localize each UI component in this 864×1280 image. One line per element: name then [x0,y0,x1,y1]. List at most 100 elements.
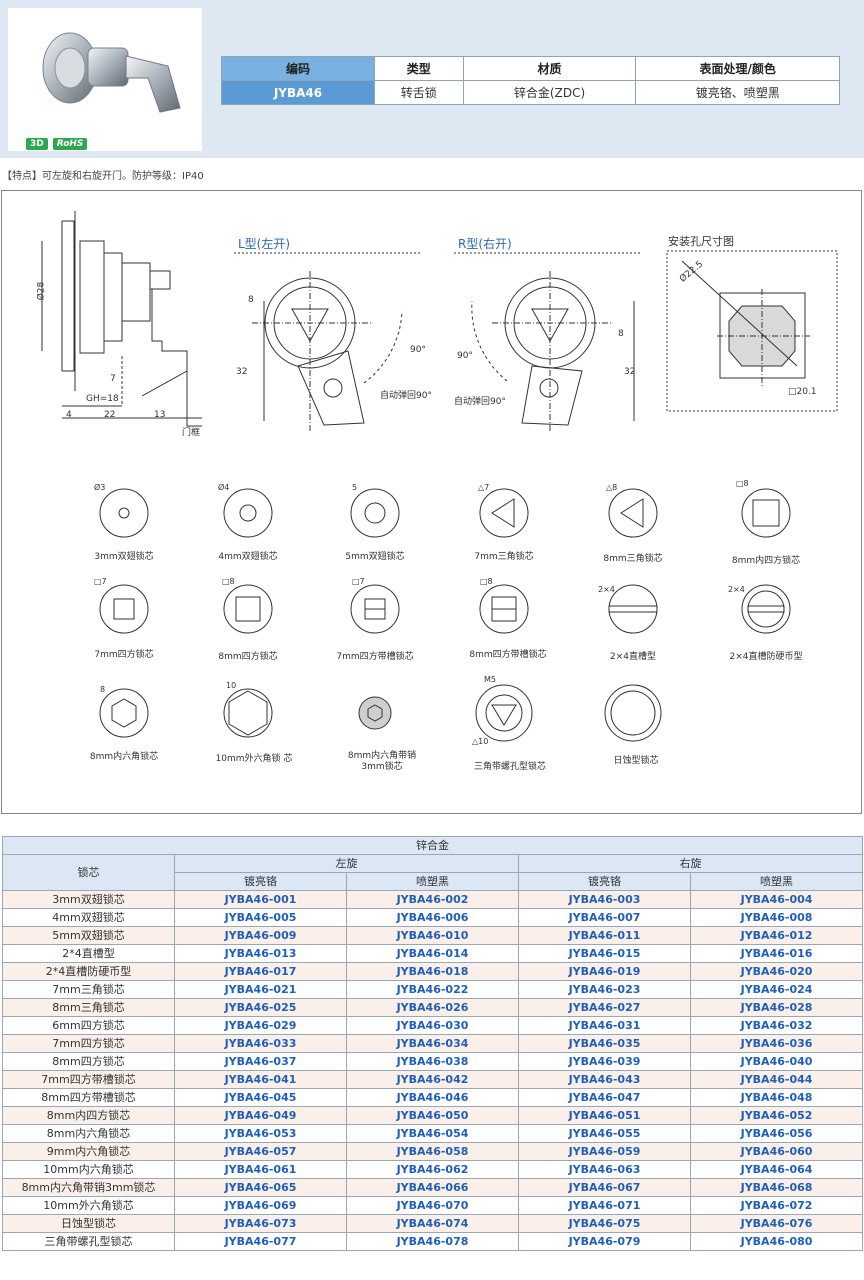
core-column-header: 锁芯 [2,854,175,891]
finish-header-3: 镀亮铬 [518,872,691,891]
spec-value-row: JYBA46 转舌锁 锌合金(ZDC) 镀亮铬、喷塑黑 [221,80,840,105]
part-code-cell[interactable]: JYBA46-011 [518,926,691,945]
part-code-cell[interactable]: JYBA46-008 [689,908,864,927]
finish-header-1: 镀亮铬 [174,872,347,891]
core-name-cell: 7mm四方锁芯 [2,1034,175,1053]
part-code-cell[interactable]: JYBA46-020 [689,962,864,981]
part-code-cell[interactable]: JYBA46-015 [518,944,691,963]
part-code-cell[interactable]: JYBA46-022 [346,980,519,999]
part-code-cell[interactable]: JYBA46-057 [174,1142,347,1161]
part-code-cell[interactable]: JYBA46-035 [518,1034,691,1053]
core-caption-4: 7mm三角锁芯 [474,552,534,562]
part-code-cell[interactable]: JYBA46-012 [689,926,864,945]
part-code-cell[interactable]: JYBA46-047 [518,1088,691,1107]
part-code-cell[interactable]: JYBA46-006 [346,908,519,927]
part-code-cell[interactable]: JYBA46-004 [689,890,864,909]
part-code-cell[interactable]: JYBA46-041 [174,1070,347,1089]
part-code-cell[interactable]: JYBA46-064 [689,1160,864,1179]
part-code-cell[interactable]: JYBA46-065 [174,1178,347,1197]
feature-text: 【特点】可左旋和右旋开门。防护等级：IP40 [2,171,204,182]
part-code-cell[interactable]: JYBA46-059 [518,1142,691,1161]
part-code-cell[interactable]: JYBA46-052 [689,1106,864,1125]
core-name-cell: 4mm双翅锁芯 [2,908,175,927]
part-code-cell[interactable]: JYBA46-072 [689,1196,864,1215]
part-code-cell[interactable]: JYBA46-060 [689,1142,864,1161]
part-code-cell[interactable]: JYBA46-054 [346,1124,519,1143]
part-code-cell[interactable]: JYBA46-007 [518,908,691,927]
part-code-cell[interactable]: JYBA46-033 [174,1034,347,1053]
part-code-cell[interactable]: JYBA46-009 [174,926,347,945]
part-code-cell[interactable]: JYBA46-003 [518,890,691,909]
part-code-cell[interactable]: JYBA46-013 [174,944,347,963]
part-code-cell[interactable]: JYBA46-076 [689,1214,864,1233]
part-code-cell[interactable]: JYBA46-078 [346,1232,519,1251]
part-code-cell[interactable]: JYBA46-058 [346,1142,519,1161]
part-code-cell[interactable]: JYBA46-077 [174,1232,347,1251]
part-code-cell[interactable]: JYBA46-001 [174,890,347,909]
part-code-cell[interactable]: JYBA46-024 [689,980,864,999]
part-code-cell[interactable]: JYBA46-048 [689,1088,864,1107]
3d-badge: 3D [26,138,48,150]
core-mark-16: M5 [484,675,496,684]
part-code-cell[interactable]: JYBA46-071 [518,1196,691,1215]
part-code-cell[interactable]: JYBA46-051 [518,1106,691,1125]
part-code-cell[interactable]: JYBA46-061 [174,1160,347,1179]
part-code-cell[interactable]: JYBA46-042 [346,1070,519,1089]
core-caption-8: 8mm四方锁芯 [218,652,278,662]
part-code-cell[interactable]: JYBA46-075 [518,1214,691,1233]
part-code-cell[interactable]: JYBA46-037 [174,1052,347,1071]
part-code-cell[interactable]: JYBA46-023 [518,980,691,999]
part-code-cell[interactable]: JYBA46-036 [689,1034,864,1053]
part-code-cell[interactable]: JYBA46-021 [174,980,347,999]
part-code-cell[interactable]: JYBA46-019 [518,962,691,981]
part-code-cell[interactable]: JYBA46-018 [346,962,519,981]
part-code-cell[interactable]: JYBA46-002 [346,890,519,909]
dim-4: 4 [66,410,72,420]
part-code-cell[interactable]: JYBA46-017 [174,962,347,981]
part-code-cell[interactable]: JYBA46-043 [518,1070,691,1089]
part-code-cell[interactable]: JYBA46-062 [346,1160,519,1179]
core-mark-1: Ø3 [94,483,106,492]
part-code-cell[interactable]: JYBA46-046 [346,1088,519,1107]
part-code-cell[interactable]: JYBA46-073 [174,1214,347,1233]
part-code-cell[interactable]: JYBA46-026 [346,998,519,1017]
part-code-cell[interactable]: JYBA46-049 [174,1106,347,1125]
spec-value-finish: 镀亮铬、喷塑黑 [635,80,840,105]
part-code-cell[interactable]: JYBA46-074 [346,1214,519,1233]
spec-value-material: 锌合金(ZDC) [462,80,637,105]
part-code-cell[interactable]: JYBA46-034 [346,1034,519,1053]
part-code-cell[interactable]: JYBA46-045 [174,1088,347,1107]
auto-return-left: 自动弹回90° [380,391,432,401]
part-code-cell[interactable]: JYBA46-070 [346,1196,519,1215]
part-code-cell[interactable]: JYBA46-053 [174,1124,347,1143]
part-code-cell[interactable]: JYBA46-032 [689,1016,864,1035]
part-code-cell[interactable]: JYBA46-039 [518,1052,691,1071]
part-code-cell[interactable]: JYBA46-030 [346,1016,519,1035]
part-code-cell[interactable]: JYBA46-055 [518,1124,691,1143]
part-code-cell[interactable]: JYBA46-050 [346,1106,519,1125]
part-code-cell[interactable]: JYBA46-027 [518,998,691,1017]
core-caption-15: 8mm内六角带销3mm锁芯 [347,751,417,772]
part-code-cell[interactable]: JYBA46-066 [346,1178,519,1197]
part-code-cell[interactable]: JYBA46-025 [174,998,347,1017]
part-code-cell[interactable]: JYBA46-016 [689,944,864,963]
part-code-cell[interactable]: JYBA46-038 [346,1052,519,1071]
part-code-cell[interactable]: JYBA46-014 [346,944,519,963]
part-code-cell[interactable]: JYBA46-063 [518,1160,691,1179]
part-code-cell[interactable]: JYBA46-079 [518,1232,691,1251]
part-code-cell[interactable]: JYBA46-056 [689,1124,864,1143]
part-code-cell[interactable]: JYBA46-005 [174,908,347,927]
part-code-cell[interactable]: JYBA46-067 [518,1178,691,1197]
part-code-cell[interactable]: JYBA46-010 [346,926,519,945]
part-code-cell[interactable]: JYBA46-029 [174,1016,347,1035]
part-code-cell[interactable]: JYBA46-069 [174,1196,347,1215]
part-code-cell[interactable]: JYBA46-031 [518,1016,691,1035]
dim-diameter-28: Ø28 [36,281,47,301]
part-code-cell[interactable]: JYBA46-080 [689,1232,864,1251]
part-code-cell[interactable]: JYBA46-028 [689,998,864,1017]
part-code-cell[interactable]: JYBA46-040 [689,1052,864,1071]
part-code-cell[interactable]: JYBA46-068 [689,1178,864,1197]
core-name-cell: 日蚀型锁芯 [2,1214,175,1233]
part-code-cell[interactable]: JYBA46-044 [689,1070,864,1089]
